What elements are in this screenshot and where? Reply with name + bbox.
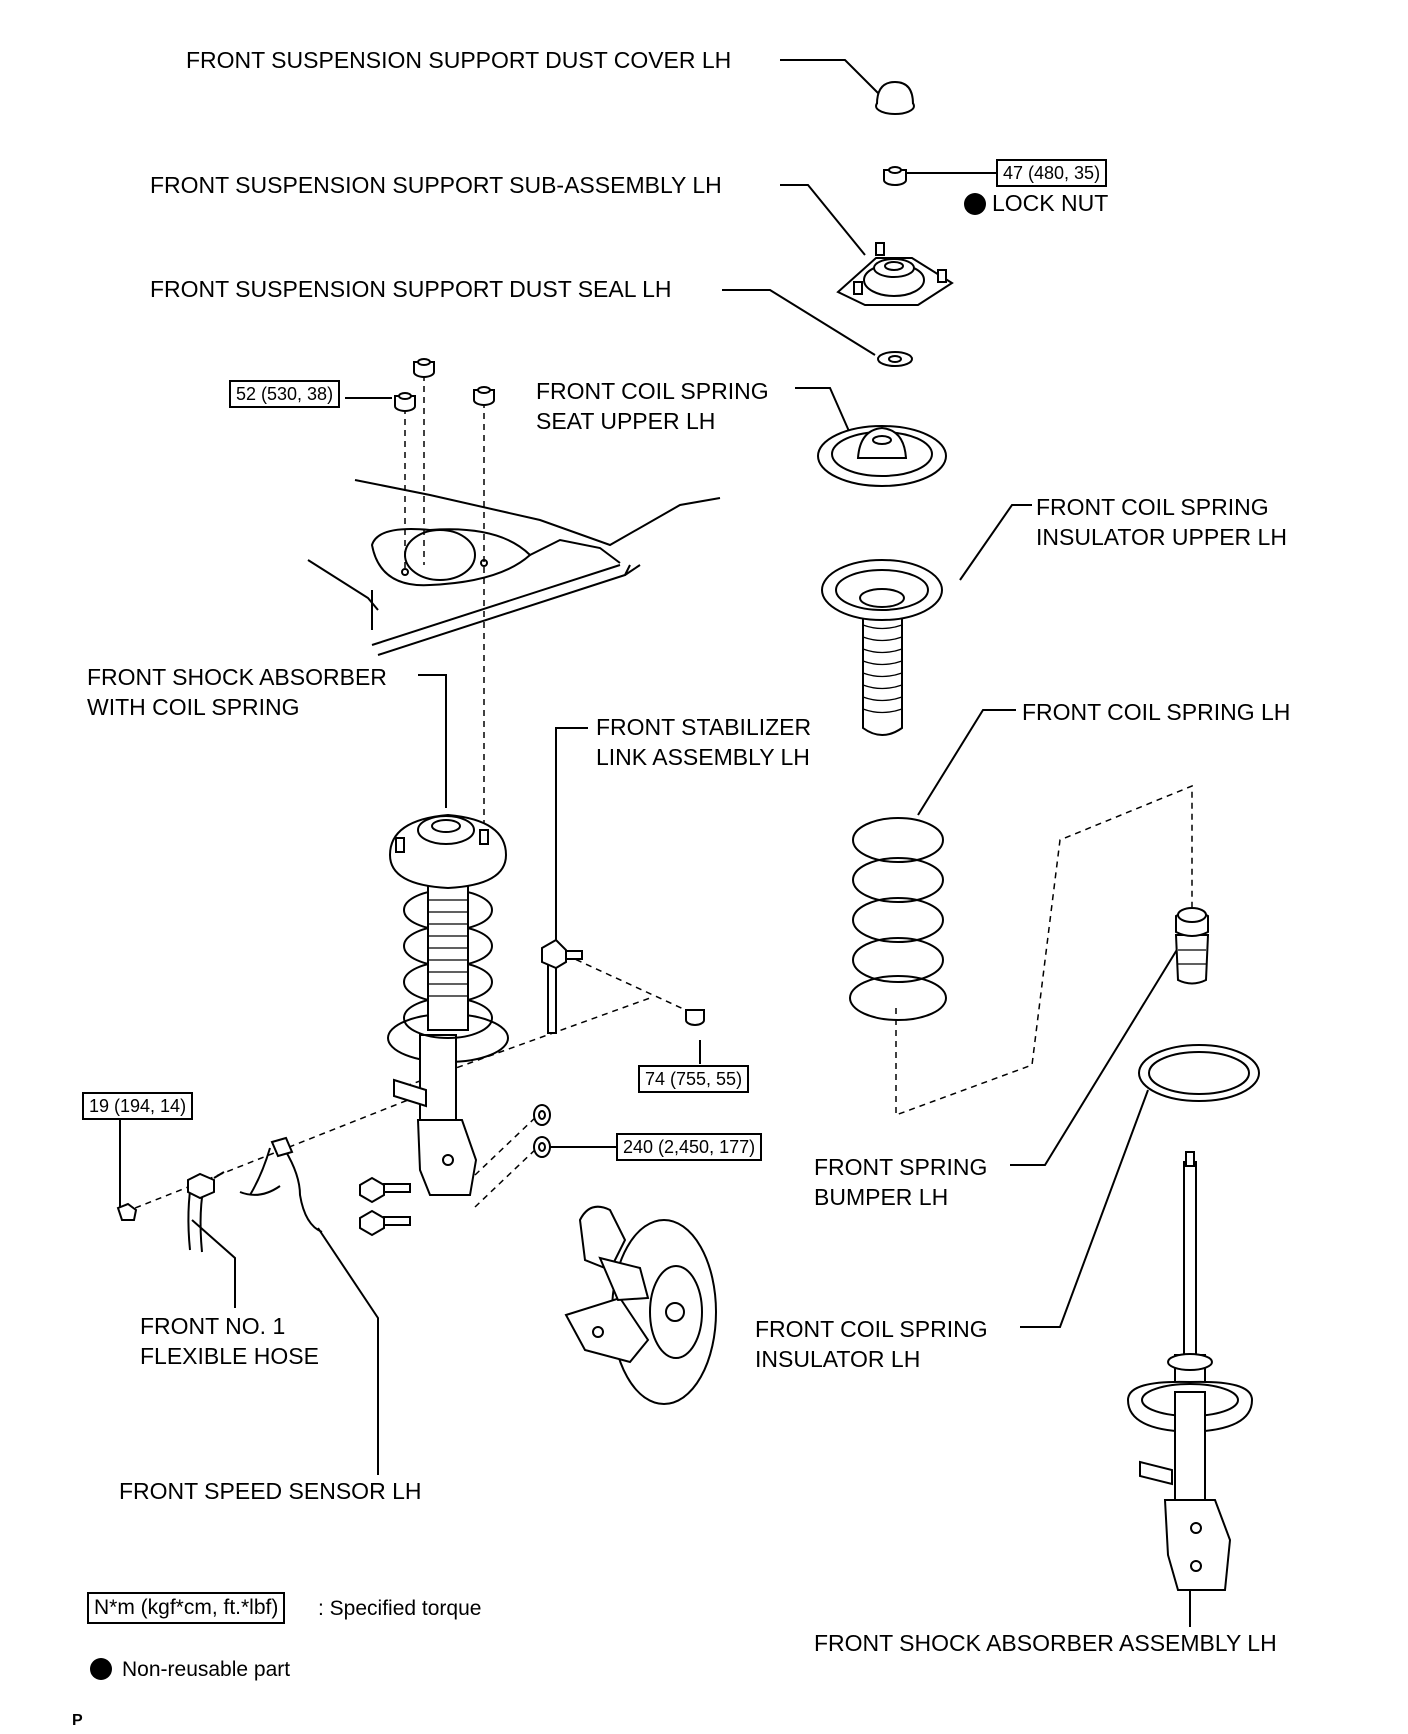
torque-upper-mount-nuts: 52 (530, 38) bbox=[229, 380, 341, 408]
legend-torque-box: N*m (kgf*cm, ft.*lbf) bbox=[87, 1592, 286, 1624]
label-coil-spring: FRONT COIL SPRING LH bbox=[1022, 699, 1291, 725]
support-sub-assembly-part bbox=[836, 242, 954, 306]
legend-torque-text: : Specified torque bbox=[318, 1597, 482, 1620]
body-panel bbox=[307, 479, 721, 656]
coil-spring-part bbox=[849, 817, 947, 1021]
dust-seal-part bbox=[877, 351, 913, 367]
knuckle-bolts bbox=[359, 1104, 551, 1237]
torque-lock-nut: 47 (480, 35) bbox=[996, 159, 1108, 187]
shock-with-spring-part bbox=[387, 813, 509, 1196]
label-dust-cover: FRONT SUSPENSION SUPPORT DUST COVER LH bbox=[186, 47, 732, 73]
legend-nonreusable-text: Non-reusable part bbox=[122, 1658, 291, 1681]
nonreusable-dot-icon bbox=[964, 193, 986, 215]
leader-lines bbox=[119, 59, 1191, 1627]
label-dust-seal: FRONT SUSPENSION SUPPORT DUST SEAL LH bbox=[150, 276, 672, 302]
dust-cover-part bbox=[875, 80, 915, 115]
stabilizer-link-part bbox=[541, 938, 705, 1034]
label-lock-nut: LOCK NUT bbox=[992, 190, 1109, 216]
label-flexible-hose: FRONT NO. 1 FLEXIBLE HOSE bbox=[140, 1313, 319, 1369]
upper-mount-nuts bbox=[394, 358, 495, 412]
label-spring-seat-upper: FRONT COIL SPRING SEAT UPPER LH bbox=[536, 378, 769, 434]
label-stabilizer-link: FRONT STABILIZER LINK ASSEMBLY LH bbox=[596, 714, 812, 770]
coil-spring-insulator-part bbox=[1138, 1044, 1260, 1102]
torque-hose-bolt: 19 (194, 14) bbox=[82, 1092, 194, 1120]
torque-stabilizer-nut: 74 (755, 55) bbox=[638, 1065, 750, 1093]
torque-knuckle-bolts: 240 (2,450, 177) bbox=[616, 1133, 763, 1161]
speed-sensor-part bbox=[239, 1136, 323, 1233]
label-spring-bumper: FRONT SPRING BUMPER LH bbox=[814, 1154, 988, 1210]
page-marker: P bbox=[72, 1712, 83, 1729]
legend-nonreusable-dot-icon bbox=[90, 1658, 112, 1680]
spring-bumper-part bbox=[1174, 907, 1210, 985]
label-coil-spring-insulator: FRONT COIL SPRING INSULATOR LH bbox=[755, 1316, 988, 1372]
label-shock-with-spring: FRONT SHOCK ABSORBER WITH COIL SPRING bbox=[87, 664, 387, 720]
label-speed-sensor: FRONT SPEED SENSOR LH bbox=[119, 1478, 422, 1504]
shock-absorber-assembly-part bbox=[1126, 1151, 1254, 1591]
spring-seat-upper-part bbox=[817, 425, 947, 487]
label-insulator-upper: FRONT COIL SPRING INSULATOR UPPER LH bbox=[1036, 494, 1287, 550]
label-support-sub-assembly: FRONT SUSPENSION SUPPORT SUB-ASSEMBLY LH bbox=[150, 172, 722, 198]
label-shock-assembly: FRONT SHOCK ABSORBER ASSEMBLY LH bbox=[814, 1630, 1277, 1656]
steering-knuckle-part bbox=[564, 1205, 717, 1405]
insulator-upper-part bbox=[821, 559, 943, 736]
lock-nut-part bbox=[883, 166, 907, 186]
flexible-hose-part bbox=[116, 1171, 225, 1253]
